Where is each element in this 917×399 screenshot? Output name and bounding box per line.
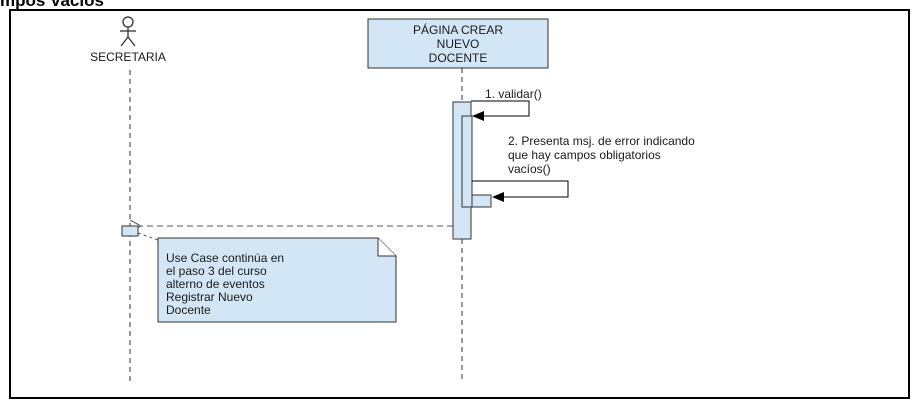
note-line-4: Registrar Nuevo xyxy=(166,290,253,304)
activation-bar-inner xyxy=(471,194,492,208)
sequence-diagram: SECRETARIA PÁGINA CREAR NUEVO DOCENTE 1.… xyxy=(90,16,695,383)
note-line-3: alterno de eventos xyxy=(166,277,265,291)
note-line-5: Docente xyxy=(166,303,211,317)
message-1-validar: 1. validar() xyxy=(471,87,542,121)
note-connector xyxy=(137,232,159,241)
actor-activation-bar xyxy=(121,225,139,237)
note-line-1: Use Case continúa en xyxy=(166,251,284,265)
note-line-2: el paso 3 del curso xyxy=(166,264,267,278)
diagram-title: mpos Vacíos xyxy=(0,0,104,10)
self-call-arrow xyxy=(471,100,530,121)
object-pagina-crear-nuevo-docente: PÁGINA CREAR NUEVO DOCENTE xyxy=(367,18,549,69)
note-shape xyxy=(157,237,397,323)
activation-bar-nested xyxy=(461,115,473,208)
self-call-arrow-2 xyxy=(472,180,569,202)
message-2-label-line-1: 2. Presenta msj. de error indicando xyxy=(508,134,695,148)
message-2-presenta-error: 2. Presenta msj. de error indicando que … xyxy=(472,134,695,202)
object-box xyxy=(367,18,549,69)
actor-label: SECRETARIA xyxy=(90,50,166,64)
stick-figure-actor-icon xyxy=(120,16,136,47)
object-label-line-1: PÁGINA CREAR xyxy=(413,22,503,37)
object-label-line-3: DOCENTE xyxy=(429,51,488,65)
message-1-label: 1. validar() xyxy=(485,87,542,101)
message-2-label-line-3: vacíos() xyxy=(508,162,551,176)
note-use-case: Use Case continúa en el paso 3 del curso… xyxy=(157,237,397,323)
note-fold-corner xyxy=(377,238,396,257)
object-label-line-2: NUEVO xyxy=(437,37,480,51)
message-2-label-line-2: que hay campos obligatorios xyxy=(508,148,661,162)
actor-secretaria: SECRETARIA xyxy=(90,16,166,64)
